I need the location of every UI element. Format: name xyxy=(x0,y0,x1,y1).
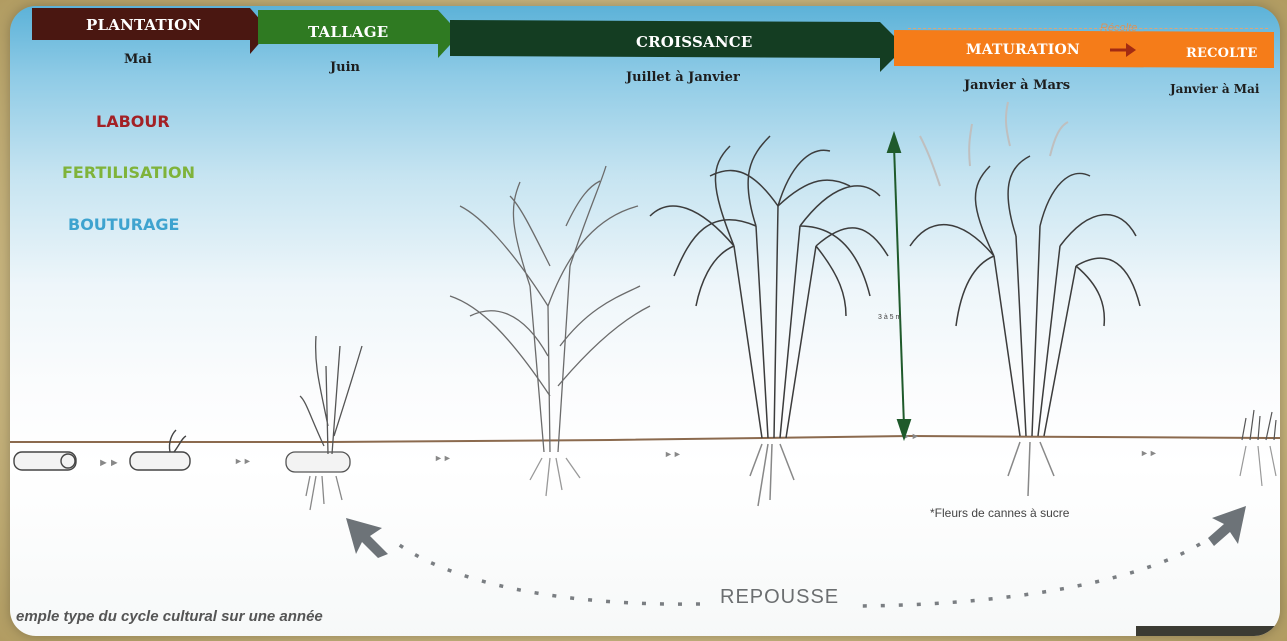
svg-text:►►: ►► xyxy=(434,453,452,463)
cane-flower-plumes-icon xyxy=(920,102,1068,186)
repousse-label: REPOUSSE xyxy=(720,586,839,609)
mature-cane-plant-icon xyxy=(650,136,888,506)
svg-text:►►: ►► xyxy=(98,457,120,469)
flowering-cane-plant-icon xyxy=(910,156,1140,496)
board-caption: emple type du cycle cultural sur une ann… xyxy=(16,608,323,625)
info-board: PLANTATION Mai TALLAGE Juin CROISSANCE J… xyxy=(10,6,1280,636)
height-indicator xyxy=(888,134,910,438)
crop-cycle-illustration: ►► ►► ►► ►► ►► ►► xyxy=(10,6,1280,636)
svg-text:►►: ►► xyxy=(1140,448,1158,458)
young-shoot-plant-icon xyxy=(286,336,362,510)
harvested-stubble-icon xyxy=(1240,410,1276,486)
ground-line xyxy=(10,436,1280,442)
height-label: 3 à 5 m xyxy=(878,314,901,321)
flowers-note: *Fleurs de cannes à sucre xyxy=(930,506,1069,520)
growing-cane-plant-icon xyxy=(450,166,650,496)
repousse-arrow-left-icon xyxy=(346,518,388,558)
bottom-right-corner-patch xyxy=(1136,626,1280,636)
repousse-arrow-right-icon xyxy=(1208,506,1246,546)
svg-text:►►: ►► xyxy=(234,456,252,466)
svg-text:►►: ►► xyxy=(664,449,682,459)
